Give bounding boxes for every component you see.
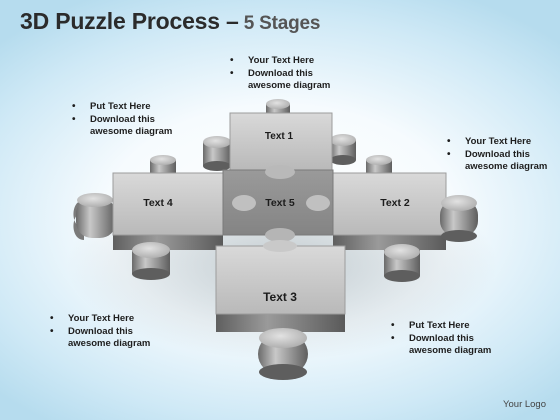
logo-placeholder: Your Logo [503,399,546,410]
note-upper-left: Put Text Here Download this awesome diag… [70,101,190,139]
puzzle-piece-1 [203,99,356,171]
piece-1-knob-left [203,136,231,171]
title-subtitle: 5 Stages [238,13,321,34]
puzzle-piece-3 [215,240,346,380]
note-lower-right-line-2: Download this awesome diagram [389,333,509,358]
piece-5-label: Text 5 [265,197,295,209]
piece-2-knob-bottom [384,244,420,282]
piece-1-knob-right [330,134,356,165]
puzzle-piece-2 [332,155,478,282]
piece-5-knob-right [306,195,330,211]
piece-2-label: Text 2 [380,197,410,209]
piece-4-face [112,172,224,236]
note-right-line-2: Download this awesome diagram [445,149,560,174]
piece-5-socket-bottom [265,228,295,242]
note-lower-right-line-1: Put Text Here [389,320,509,333]
piece-2-knob-top [366,155,392,176]
note-top-line-1: Your Text Here [228,55,348,68]
piece-3-knob-top [263,240,297,252]
piece-2-face [332,172,447,236]
piece-3-face [215,245,346,315]
note-top-line-2: Download this awesome diagram [228,68,348,93]
piece-2-side [333,235,446,250]
puzzle-piece-5 [222,165,334,242]
note-lower-right: Put Text Here Download this awesome diag… [389,320,509,358]
note-right-line-1: Your Text Here [445,136,560,149]
note-right: Your Text Here Download this awesome dia… [445,136,560,174]
piece-5-socket-top [265,165,295,179]
note-lower-left: Your Text Here Download this awesome dia… [48,313,168,351]
note-upper-left-line-1: Put Text Here [70,101,190,114]
title-main: 3D Puzzle Process – [20,8,239,34]
piece-3-label: Text 3 [263,290,297,304]
note-lower-left-line-1: Your Text Here [48,313,168,326]
slide-title: 3D Puzzle Process – 5 Stages [20,8,320,35]
note-lower-left-line-2: Download this awesome diagram [48,326,168,351]
piece-4-label: Text 4 [143,197,173,209]
piece-3-side [216,314,345,332]
piece-3-knob-bottom [258,328,308,380]
note-upper-left-line-2: Download this awesome diagram [70,114,190,139]
piece-1-label: Text 1 [265,131,294,142]
piece-5-knob-left [232,195,256,211]
piece-4-knob-top [150,155,176,176]
piece-2-knob-right [440,195,478,242]
piece-1-face [229,112,333,171]
note-top: Your Text Here Download this awesome dia… [228,55,348,93]
piece-4-knob-left [73,193,116,240]
puzzle-piece-4 [73,155,224,280]
piece-4-knob-bottom [132,242,170,280]
